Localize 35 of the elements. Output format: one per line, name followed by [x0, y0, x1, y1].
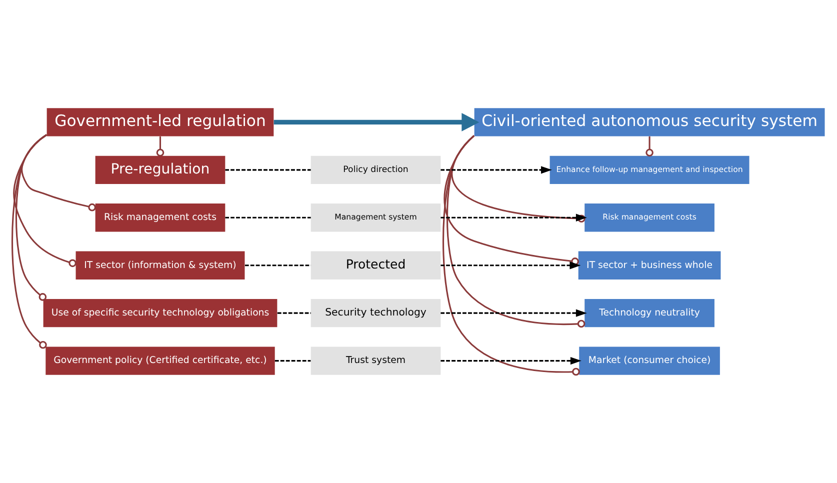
connector [156, 136, 164, 157]
connector [444, 135, 579, 266]
arrow [440, 356, 582, 365]
arrow [440, 166, 552, 174]
connector [244, 264, 311, 266]
connector [274, 360, 311, 362]
node-box: Technology neutrality [584, 299, 714, 328]
node-box: Market (consumer choice) [579, 346, 720, 375]
connector [646, 136, 654, 157]
arrow [440, 309, 587, 317]
connector [442, 135, 580, 376]
node-box: Protected [310, 251, 441, 280]
node-box: Policy direction [310, 156, 441, 184]
arrow [440, 214, 587, 222]
connector [225, 216, 311, 218]
node-box: Pre-regulation [95, 156, 226, 184]
node-box: Government-led regulation [46, 108, 274, 136]
arrow [440, 262, 581, 270]
connector [446, 135, 586, 328]
node-box: Enhance follow-up management and inspection [550, 156, 750, 184]
node-box: Risk management costs [95, 204, 226, 232]
node-box: Government policy (Certified certificate, etc.) [46, 346, 275, 375]
node-box: Civil-oriented autonomous security system [474, 108, 825, 136]
node-box: Trust system [310, 346, 441, 375]
node-box: Risk management costs [584, 204, 714, 232]
node-box: Use of specific security technology obligations [43, 299, 278, 328]
connector [21, 134, 96, 212]
node-box: IT sector (information & system) [76, 251, 245, 280]
node-box: Management system [310, 204, 441, 232]
arrow [274, 112, 480, 132]
node-box: IT sector + business whole [578, 251, 721, 280]
connector [277, 312, 311, 314]
connector [451, 135, 586, 223]
connector [225, 169, 311, 171]
node-box: Security technology [310, 299, 441, 328]
